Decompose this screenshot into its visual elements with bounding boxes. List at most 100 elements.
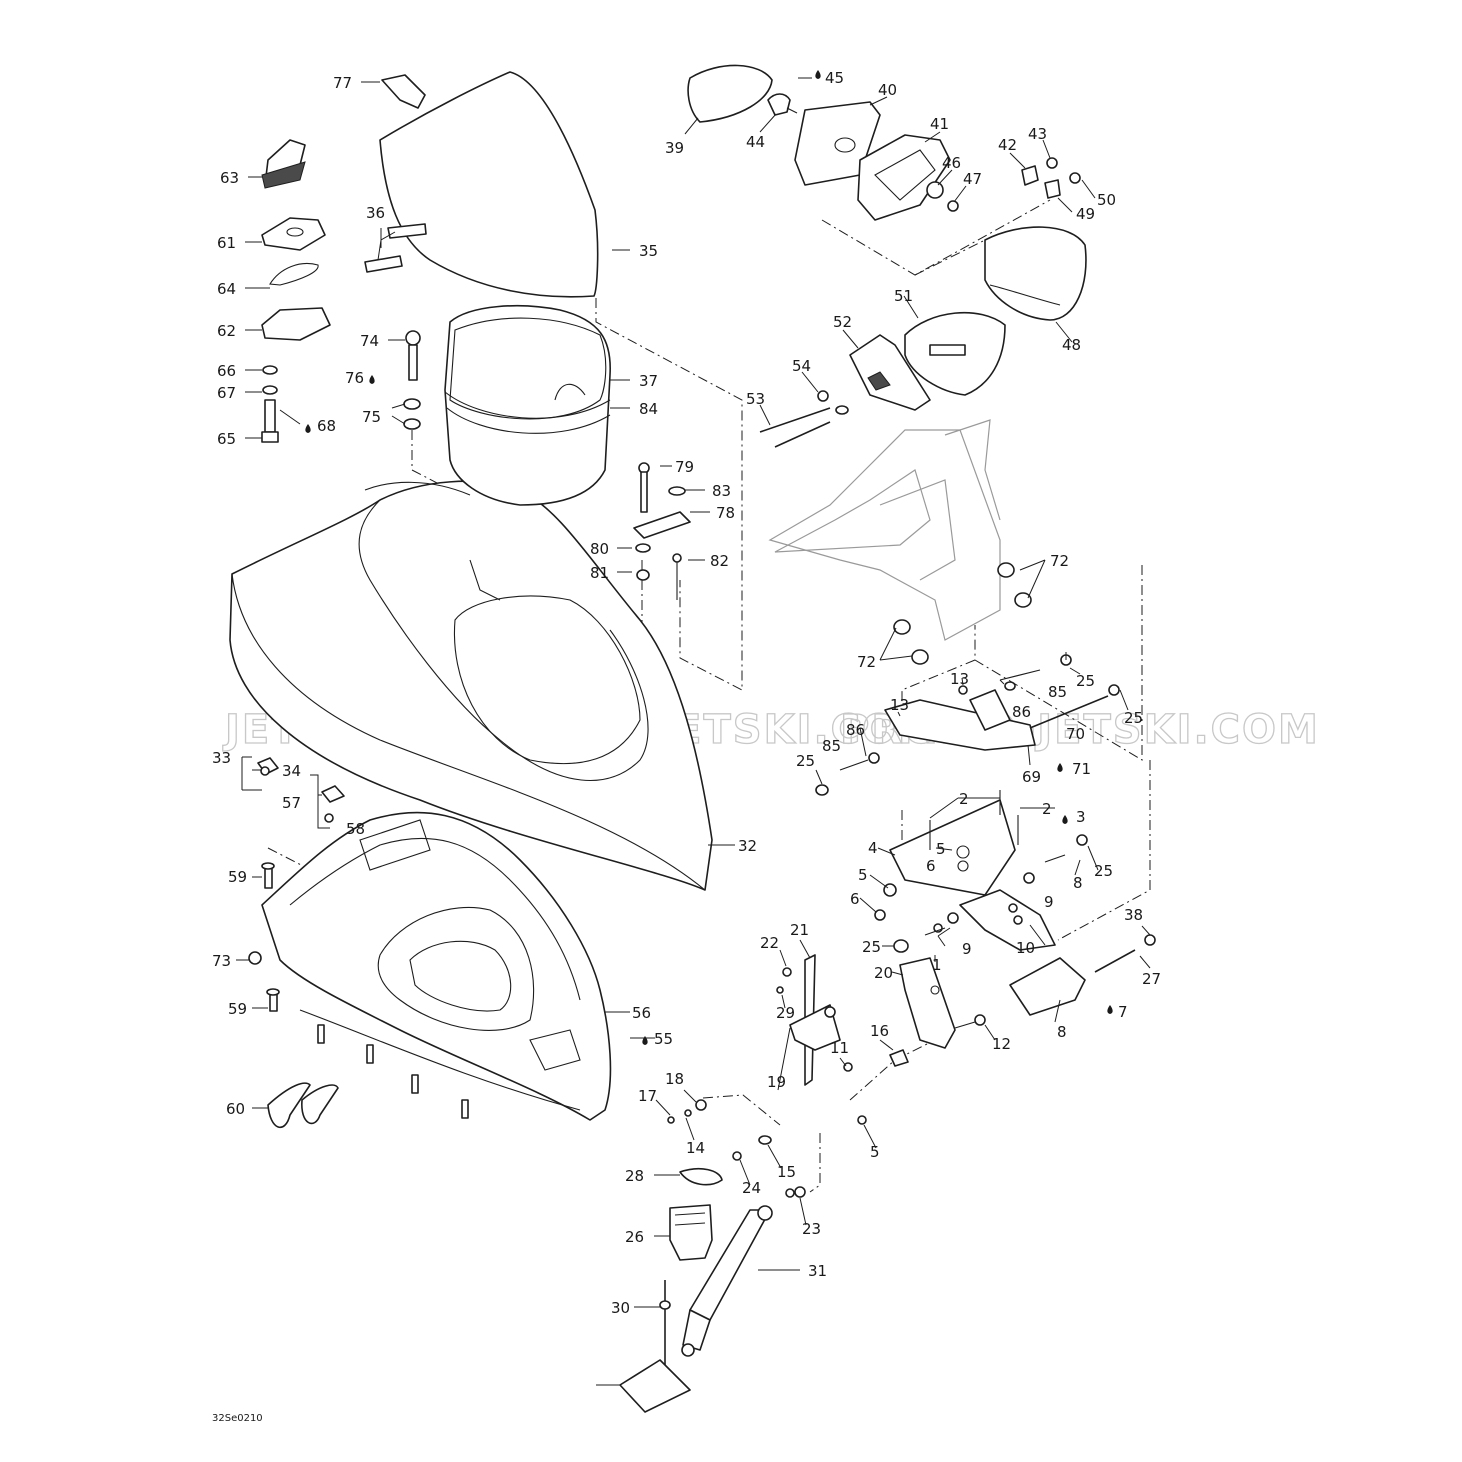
callout-40: 40 <box>878 81 897 99</box>
callout-43: 43 <box>1028 125 1047 143</box>
callout-1: 20 <box>874 964 893 982</box>
callout-6-a: 6 <box>926 857 936 875</box>
callout-81: 81 <box>590 564 609 582</box>
callout-12: 16 <box>870 1022 889 1040</box>
callout-63: 63 <box>220 169 239 187</box>
small-parts-bottom-left <box>248 757 469 1129</box>
callout-75: 75 <box>362 408 381 426</box>
callout-9-left: 9 <box>962 940 972 958</box>
callout-82: 82 <box>710 552 729 570</box>
callout-36: 36 <box>366 204 385 222</box>
callout-25-c: 25 <box>796 752 815 770</box>
callout-33: 33 <box>212 749 231 767</box>
callout-78: 78 <box>716 504 735 522</box>
callout-72-lower: 72 <box>857 653 876 671</box>
callout-58: 58 <box>346 820 365 838</box>
callout-6-b: 6 <box>850 890 860 908</box>
callout-83: 83 <box>712 482 731 500</box>
callout-13-lower: 13 <box>890 696 909 714</box>
callout-47: 47 <box>963 170 982 188</box>
callout-32: 32 <box>738 837 757 855</box>
callout-25-a: 25 <box>1076 672 1095 690</box>
callout-14: 5 <box>870 1143 880 1161</box>
callout-11: 19 <box>767 1073 786 1091</box>
callout-23: 26 <box>625 1228 644 1246</box>
callout-42: 42 <box>998 136 1017 154</box>
callout-71: 71 <box>1072 760 1091 778</box>
callout-25-e: 25 <box>862 938 881 956</box>
callout-21: 22 <box>760 934 779 952</box>
callout-85-lower: 85 <box>822 737 841 755</box>
callout-25-d: 25 <box>1094 862 1113 880</box>
callout-5-a: 5 <box>936 840 946 858</box>
callout-61: 61 <box>217 234 236 252</box>
callout-2-left: 2 <box>959 790 969 808</box>
callout-86-upper: 86 <box>1012 703 1031 721</box>
callout-85-upper: 85 <box>1048 683 1067 701</box>
callout-59-upper: 59 <box>228 868 247 886</box>
callout-68: 68 <box>317 417 336 435</box>
callout-4: 4 <box>868 839 878 857</box>
callout-8-left: 1 <box>932 956 942 974</box>
hardware-center <box>619 462 1156 1413</box>
callout-70: 70 <box>1066 725 1085 743</box>
callout-13-upper: 13 <box>950 670 969 688</box>
hull-32 <box>229 480 713 891</box>
callout-19: 18 <box>665 1070 684 1088</box>
callout-18: 17 <box>638 1087 657 1105</box>
callout-46: 46 <box>942 154 961 172</box>
callout-65: 65 <box>217 430 236 448</box>
handlebar-frame <box>768 419 1001 641</box>
callout-77: 77 <box>333 74 352 92</box>
callout-48: 48 <box>1062 336 1081 354</box>
callout-69: 69 <box>1022 768 1041 786</box>
callout-59-lower: 59 <box>228 1000 247 1018</box>
callout-22: 29 <box>776 1004 795 1022</box>
callout-28: 23 <box>802 1220 821 1238</box>
callout-79: 79 <box>675 458 694 476</box>
callout-52: 52 <box>833 313 852 331</box>
callout-64: 64 <box>217 280 236 298</box>
callout-60: 60 <box>226 1100 245 1118</box>
callout-8-right: 8 <box>1073 874 1083 892</box>
callout-15: 24 <box>742 1179 761 1197</box>
callout-74: 74 <box>360 332 379 350</box>
callout-34: 34 <box>282 762 301 780</box>
callout-55: 55 <box>654 1030 673 1048</box>
callout-31: 30 <box>611 1299 630 1317</box>
callout-5-c: 15 <box>777 1163 796 1181</box>
callout-56: 56 <box>632 1004 651 1022</box>
diagram-code: 32Se0210 <box>212 1413 263 1424</box>
callout-54: 54 <box>792 357 811 375</box>
small-parts-top-right <box>687 64 1087 448</box>
callout-38: 27 <box>1142 970 1161 988</box>
callout-76: 76 <box>345 369 364 387</box>
callout-9-right: 9 <box>1044 893 1054 911</box>
callout-labels: 77 63 61 64 62 6 6 67 65 68 74 76 75 36 3… <box>212 69 1161 1317</box>
leader-lines <box>236 77 1151 1386</box>
callout-20: 21 <box>790 921 809 939</box>
callout-29: 12 <box>992 1035 1011 1053</box>
callout-39: 39 <box>665 139 684 157</box>
callout-84: 84 <box>639 400 658 418</box>
callout-57: 57 <box>282 794 301 812</box>
callout-73: 73 <box>212 952 231 970</box>
callout-26: 31 <box>808 1262 827 1280</box>
callout-41: 41 <box>930 115 949 133</box>
callout-67: 67 <box>217 384 236 402</box>
callout-25-b: 25 <box>1124 709 1143 727</box>
callout-51: 51 <box>894 287 913 305</box>
callout-16: 11 <box>830 1039 849 1057</box>
storage-bin-37 <box>444 304 611 506</box>
callout-80: 80 <box>590 540 609 558</box>
callout-35: 35 <box>639 242 658 260</box>
storage-tub-56 <box>261 811 612 1121</box>
windshield-35 <box>379 71 599 298</box>
callout-72-upper: 72 <box>1050 552 1069 570</box>
callout-7: 8 <box>1057 1023 1067 1041</box>
small-parts-left <box>261 74 427 443</box>
callout-62: 62 <box>217 322 236 340</box>
callout-2-right: 2 <box>1042 800 1052 818</box>
callout-17: 14 <box>686 1139 705 1157</box>
